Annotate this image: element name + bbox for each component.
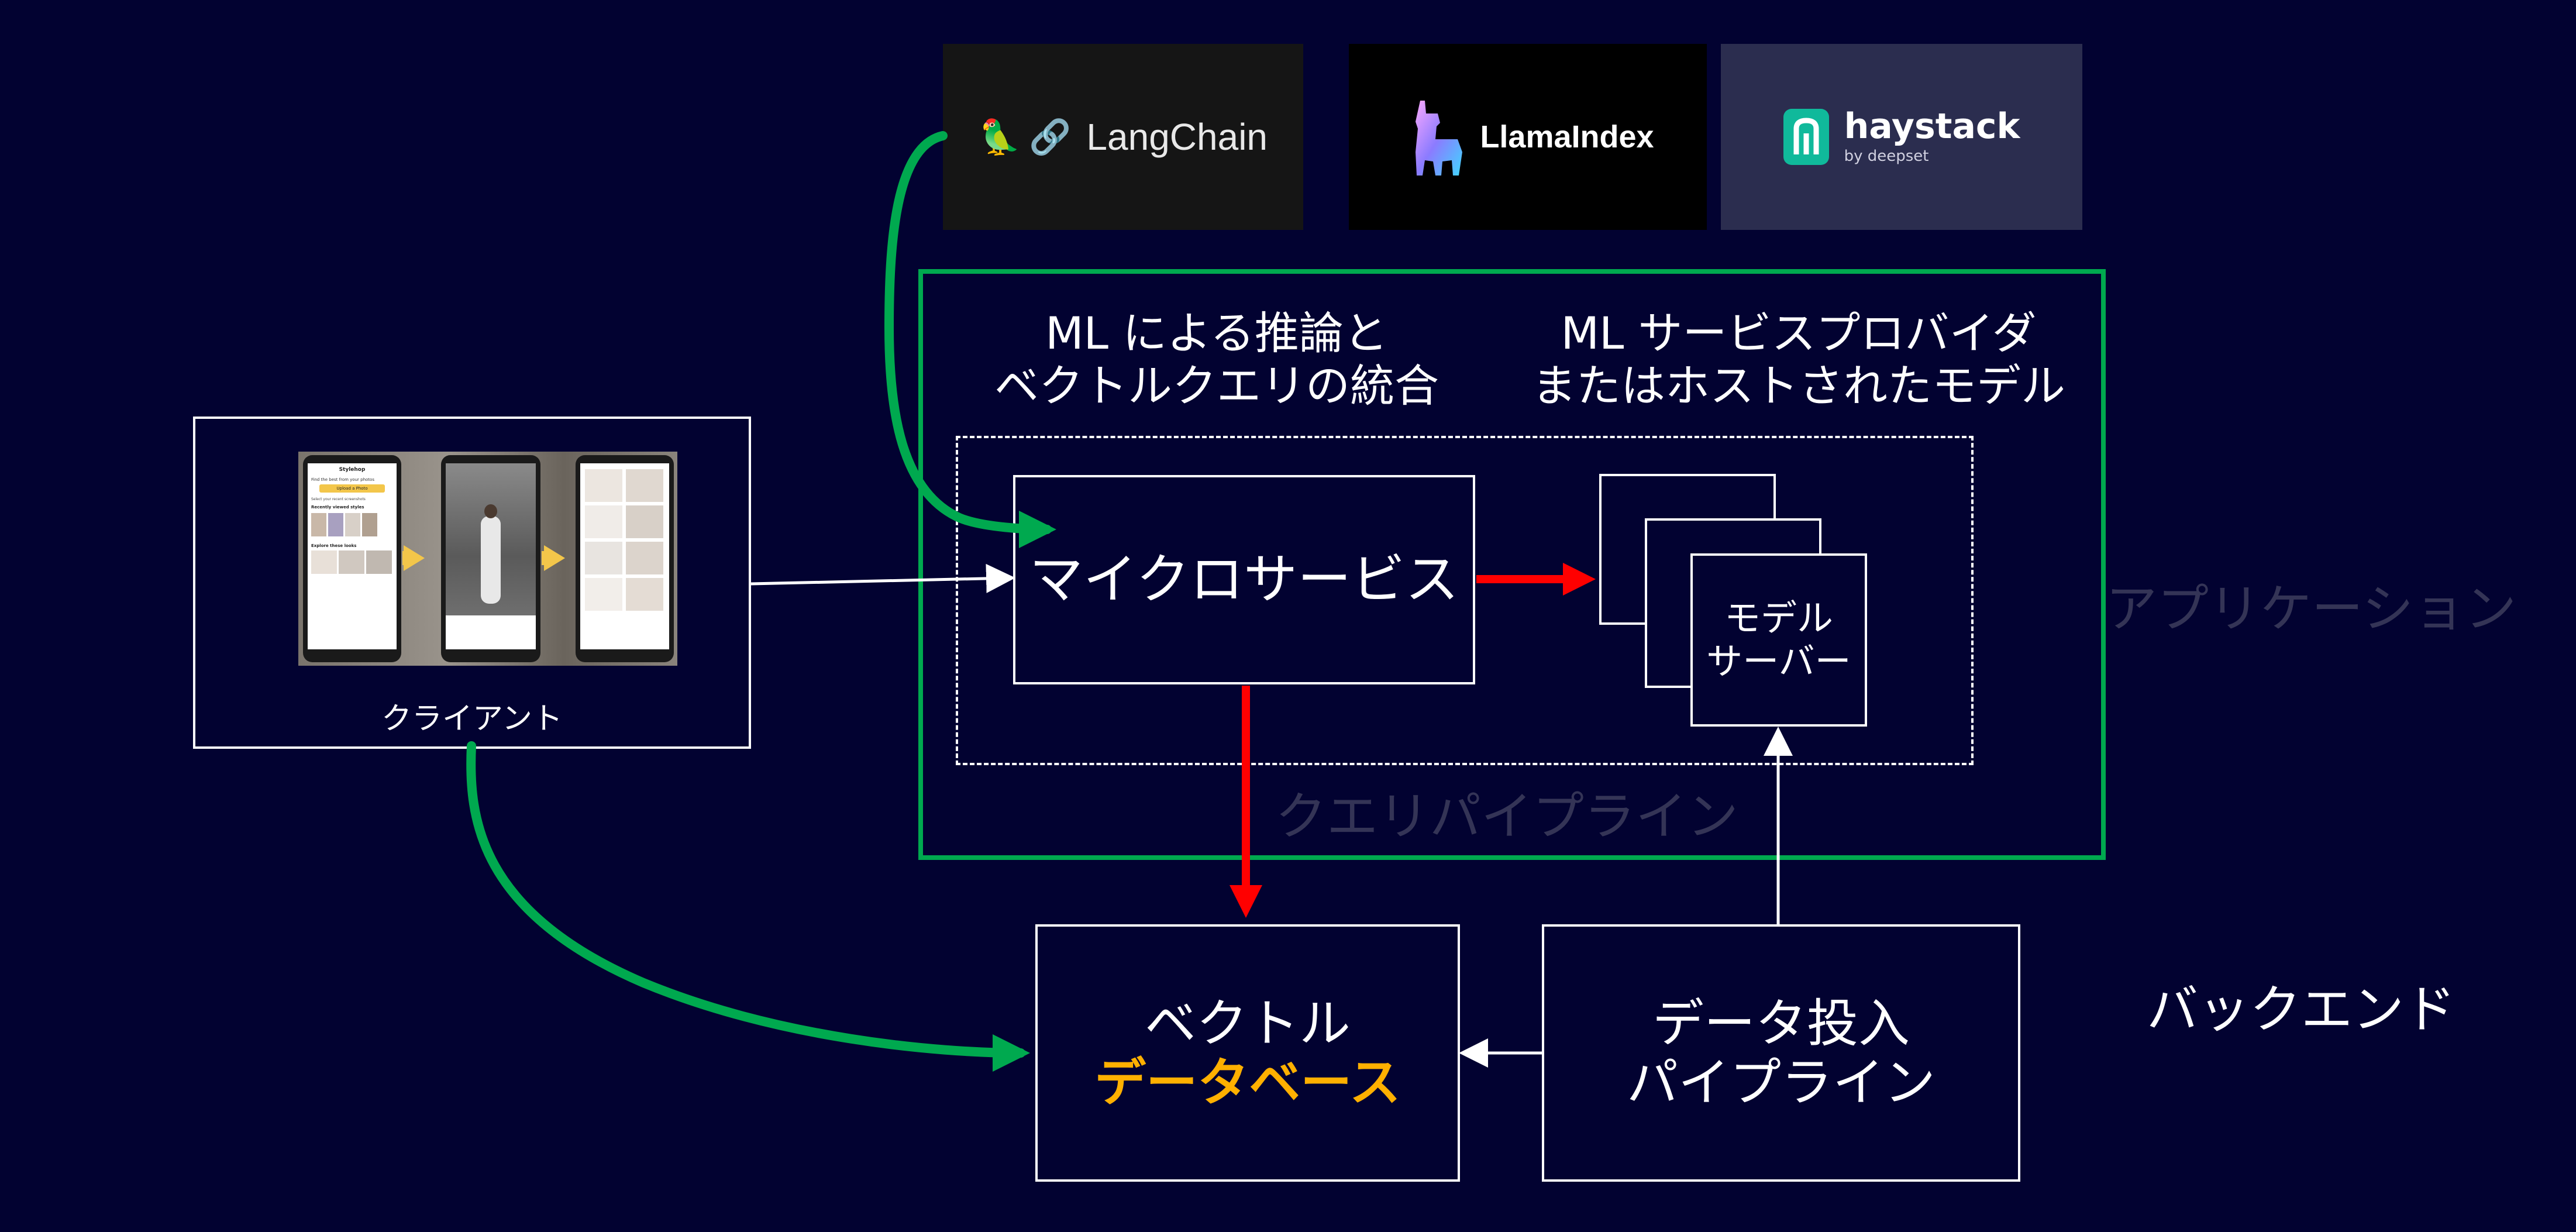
haystack-logo: haystack by deepset [1721, 44, 2082, 230]
parrot-icon: 🦜 [978, 116, 1021, 157]
ingest-label-line1: データ投入 [1652, 993, 1910, 1054]
client-screenshot: Stylehop Find the best from your photos … [298, 452, 677, 666]
client-label: クライアント [381, 701, 563, 737]
haystack-icon [1783, 109, 1829, 165]
phone-mockup-middle [441, 455, 540, 662]
model-server-label-line1: モデル [1724, 596, 1833, 639]
provider-heading: ML サービスプロバイダ またはホストされたモデル [1492, 295, 2106, 424]
phone-section: Recently viewed styles [311, 505, 364, 510]
haystack-wordmark: haystack [1844, 106, 2020, 147]
microservice-label: マイクロサービス [1029, 548, 1459, 611]
client-box: Stylehop Find the best from your photos … [193, 417, 751, 749]
vector-db-label-line2: データベース [1094, 1052, 1401, 1113]
query-pipeline-label: クエリパイプライン [1275, 786, 1739, 846]
phone-upload-button[interactable]: Upload a Photo [319, 484, 385, 493]
phone-prompt: Find the best from your photos [311, 477, 374, 482]
vector-database-box: ベクトル データベース [1035, 924, 1460, 1182]
ingestion-pipeline-box: データ投入 パイプライン [1542, 924, 2020, 1182]
model-server-box: モデル サーバー [1690, 553, 1867, 727]
integration-heading: ML による推論と ベクトルクエリの統合 [924, 295, 1509, 424]
integration-heading-line1: ML による推論と [1045, 307, 1388, 360]
langchain-wordmark: LangChain [1086, 116, 1268, 158]
phone-header: Stylehop [339, 467, 366, 473]
model-server-label-line2: サーバー [1706, 640, 1851, 683]
vector-db-label-line1: ベクトル [1144, 993, 1351, 1054]
chain-link-icon: 🔗 [1029, 116, 1072, 157]
llama-icon [1416, 101, 1463, 175]
llamaindex-logo: LlamaIndex [1349, 44, 1707, 230]
provider-heading-line1: ML サービスプロバイダ [1561, 307, 2037, 360]
application-label: アプリケーション [2106, 579, 2517, 639]
phone-explore: Explore these looks [311, 543, 357, 548]
provider-heading-line2: またはホストされたモデル [1532, 360, 2065, 412]
backend-label: バックエンド [2147, 979, 2456, 1040]
application-frame [918, 269, 2106, 860]
phone-sub: Select your recent screenshots [311, 497, 366, 501]
microservice-box: マイクロサービス [1013, 475, 1475, 684]
langchain-logo: 🦜 🔗 LangChain [943, 44, 1303, 230]
phone-mockup-right [576, 455, 674, 662]
phone-mockup-left: Stylehop Find the best from your photos … [303, 455, 401, 662]
query-pipeline-frame [956, 436, 1974, 765]
ingest-label-line2: パイプライン [1626, 1052, 1936, 1113]
haystack-subtitle: by deepset [1844, 147, 1929, 165]
llamaindex-wordmark: LlamaIndex [1480, 119, 1654, 154]
integration-heading-line2: ベクトルクエリの統合 [994, 360, 1439, 412]
